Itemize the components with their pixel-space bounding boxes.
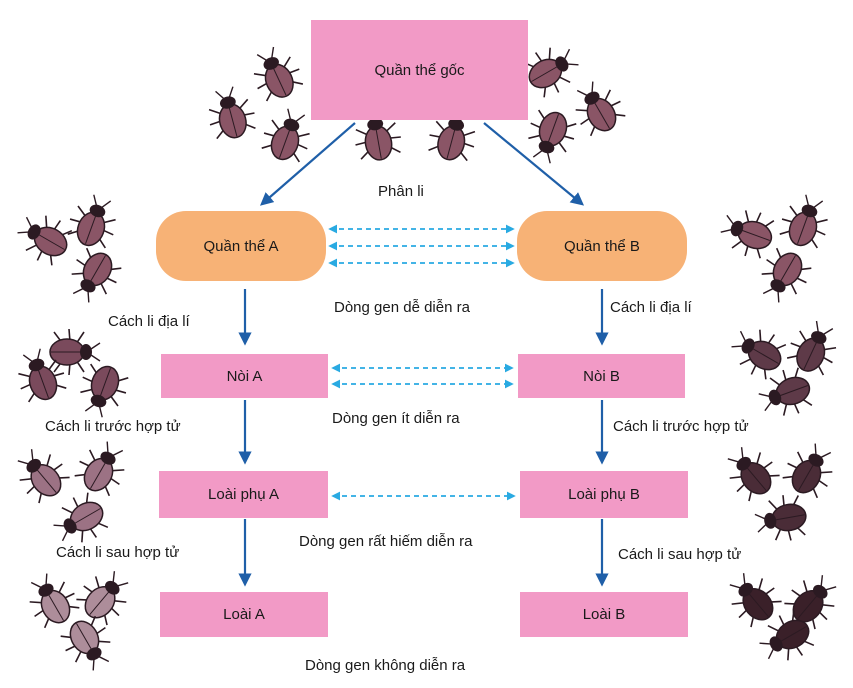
beetle-icon <box>70 561 140 631</box>
beetle-icon <box>723 318 792 385</box>
postzygotic-isolation-right-label: Cách li sau hợp tử <box>618 546 742 563</box>
beetle-icon <box>715 201 780 264</box>
beetle-icon <box>518 36 587 103</box>
beetle-icon <box>60 242 127 311</box>
beetle-icon <box>753 362 818 425</box>
beetle-icon <box>9 204 78 271</box>
subspecies-b-label: Loài phụ B <box>568 486 640 503</box>
root-population-box: Quần thể gốc <box>311 20 528 120</box>
prezygotic-isolation-right-label: Cách li trước hợp tử <box>613 418 749 435</box>
gene-flow-rare-label: Dòng gen rất hiếm diễn ra <box>299 533 473 550</box>
beetle-icon <box>777 435 844 504</box>
beetle-icon <box>519 104 582 169</box>
root-population-label: Quần thể gốc <box>374 61 465 79</box>
population-b-label: Quần thể B <box>564 237 640 255</box>
beetle-icon <box>750 242 817 311</box>
geo-isolation-right-label: Cách li địa lí <box>610 299 692 316</box>
beetle-icon <box>716 437 786 507</box>
gene-flow-none-label: Dòng gen không diễn ra <box>305 657 466 674</box>
gene-flow-few-label: Dòng gen ít diễn ra <box>332 410 460 427</box>
beetle-icon <box>751 491 811 547</box>
beetle-icon <box>201 82 261 145</box>
beetle-icon <box>781 314 847 381</box>
beetle-icon <box>62 189 125 254</box>
species-b-box: Loài B <box>520 592 688 637</box>
species-a-box: Loài A <box>160 592 328 637</box>
species-b-label: Loài B <box>582 606 626 623</box>
subspecies-a-box: Loài phụ A <box>159 471 328 518</box>
beetle-icon <box>55 610 122 679</box>
gene-flow-arrows <box>328 224 516 501</box>
population-a-label: Quần thể A <box>203 237 279 255</box>
beetle-icon <box>774 189 837 254</box>
race-a-box: Nòi A <box>161 354 328 398</box>
beetle-icon <box>256 103 319 168</box>
arrow-root-to-a <box>260 122 356 206</box>
beetle-icon <box>18 565 85 634</box>
race-b-box: Nòi B <box>518 354 685 398</box>
race-b-label: Nòi B <box>583 367 620 385</box>
population-b-box: Quần thể B <box>517 211 687 281</box>
beetle-icon <box>69 433 136 502</box>
geo-isolation-left-label: Cách li địa lí <box>108 313 190 330</box>
prezygotic-isolation-left-label: Cách li trước hợp tử <box>45 418 181 435</box>
arrow-root-to-b <box>483 122 585 206</box>
species-a-label: Loài A <box>223 606 265 623</box>
beetle-icon <box>6 439 76 509</box>
beetle-icon <box>564 73 631 142</box>
beetle-icon <box>243 40 309 107</box>
subspecies-a-label: Loài phụ A <box>208 486 279 503</box>
population-a-box: Quần thể A <box>156 211 326 281</box>
race-a-label: Nòi A <box>226 367 263 385</box>
subspecies-b-box: Loài phụ B <box>520 471 688 518</box>
postzygotic-isolation-left-label: Cách li sau hợp tử <box>56 544 180 561</box>
gene-flow-easy-label: Dòng gen dễ diễn ra <box>334 299 470 316</box>
flow-arrows <box>238 122 609 587</box>
split-label: Phân li <box>378 183 424 200</box>
beetle-icon <box>718 563 788 633</box>
